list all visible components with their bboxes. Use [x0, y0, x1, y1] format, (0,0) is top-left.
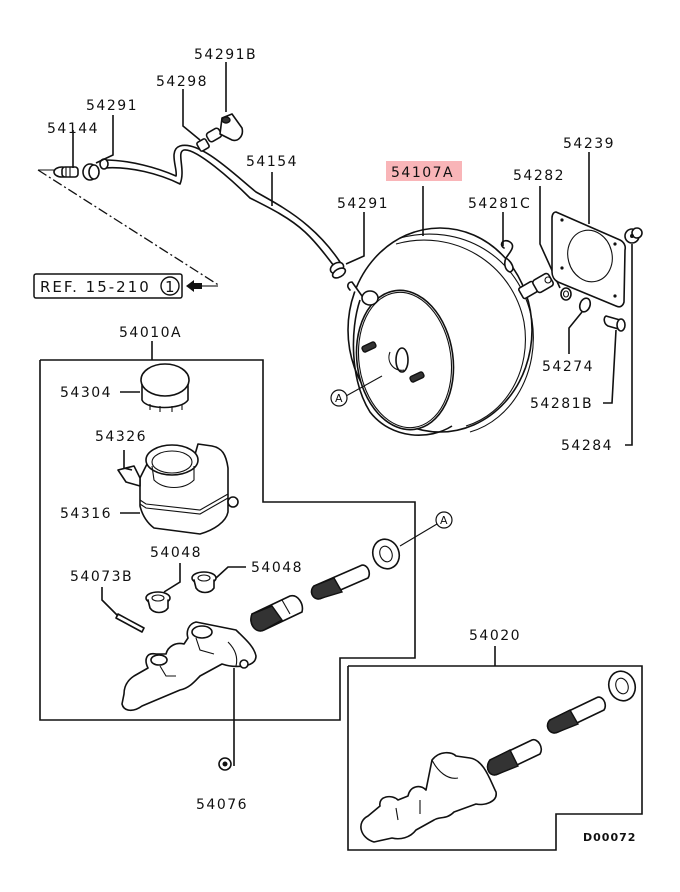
leader-54281B [603, 329, 617, 404]
reference-circle-icon [160, 276, 180, 296]
reference-box[interactable]: REF. 15-210 1 [33, 273, 218, 299]
arrow-left-icon [186, 280, 202, 292]
label-54282[interactable]: 54282 [513, 168, 565, 184]
kit-primary-piston[interactable] [486, 738, 543, 776]
part-54107A-brake-booster[interactable] [347, 227, 555, 436]
label-54154[interactable]: 54154 [246, 154, 298, 170]
part-54282-nut[interactable] [560, 287, 572, 301]
leader-54274 [568, 311, 583, 354]
callout-A-booster[interactable]: A [330, 375, 383, 407]
label-54291[interactable]: 54291 [86, 98, 138, 114]
part-54048-grommet-right[interactable] [191, 571, 217, 594]
part-54048-grommet-left[interactable] [145, 591, 171, 614]
kit-seal[interactable] [605, 667, 640, 704]
label-54010A[interactable]: 54010A [119, 325, 182, 341]
kit-54020-frame [347, 665, 643, 851]
part-54291-clamp[interactable] [82, 163, 100, 181]
highlight-background [386, 161, 462, 181]
label-54048-right[interactable]: 54048 [251, 560, 303, 576]
leader-54048-left [163, 563, 181, 593]
vacuum-hose-group: REF. 15-210 1 [33, 62, 365, 299]
label-54048-left[interactable]: 54048 [150, 545, 202, 561]
part-54073B-pin[interactable] [115, 613, 145, 633]
label-54274[interactable]: 54274 [542, 359, 594, 375]
part-54239-gasket[interactable] [551, 211, 627, 308]
part-54284-bolt[interactable] [624, 227, 643, 244]
callout-circle-icon [435, 511, 453, 529]
label-54020[interactable]: 54020 [469, 628, 521, 644]
kit-cylinder-body-outline[interactable] [360, 751, 497, 843]
label-54144[interactable]: 54144 [47, 121, 99, 137]
leader-54291 [95, 115, 114, 164]
part-54291B-bracket[interactable] [219, 113, 244, 142]
leader-54048-right [215, 566, 246, 579]
label-54281B[interactable]: 54281B [530, 396, 593, 412]
callout-marker-label: A [335, 392, 343, 405]
part-54154-hose[interactable] [99, 144, 341, 267]
label-54239[interactable]: 54239 [563, 136, 615, 152]
label-54076[interactable]: 54076 [196, 797, 248, 813]
leader-54284 [625, 244, 633, 446]
assembly-54010A-frame [39, 359, 416, 721]
leader-54073B [101, 587, 119, 617]
callout-circle-icon [330, 389, 348, 407]
label-54316[interactable]: 54316 [60, 506, 112, 522]
label-54107A[interactable]: 54107A [391, 165, 454, 181]
label-54298[interactable]: 54298 [156, 74, 208, 90]
part-54326-strainer[interactable] [145, 444, 199, 489]
part-54144-fitting[interactable] [53, 166, 79, 178]
reference-circle-number: 1 [165, 278, 177, 296]
leader-54326 [123, 450, 133, 471]
reference-label: REF. 15-210 [40, 278, 151, 296]
part-54291-clamp-right[interactable] [328, 260, 347, 280]
label-54291-right[interactable]: 54291 [337, 196, 389, 212]
leader-54291-right [345, 212, 365, 265]
label-54304[interactable]: 54304 [60, 385, 112, 401]
diagram-code: D00072 [583, 831, 636, 844]
primary-piston[interactable] [250, 594, 304, 632]
label-54281C[interactable]: 54281C [468, 196, 531, 212]
leader-54298 [182, 89, 201, 141]
cylinder-seal[interactable] [369, 535, 404, 572]
part-54281C-clip[interactable] [500, 239, 514, 273]
label-54284[interactable]: 54284 [561, 438, 613, 454]
callout-A-cylinder[interactable]: A [399, 511, 453, 547]
label-54326[interactable]: 54326 [95, 429, 147, 445]
label-54073B[interactable]: 54073B [70, 569, 133, 585]
kit-secondary-piston[interactable] [546, 696, 607, 734]
reference-line [37, 169, 221, 287]
part-54274-snap-ring[interactable] [578, 297, 592, 314]
master-cylinder-body[interactable] [121, 621, 257, 712]
part-54076-nut[interactable] [218, 757, 232, 771]
secondary-piston[interactable] [310, 564, 371, 600]
callout-marker-label: A [440, 514, 448, 527]
part-54281B-pin[interactable] [603, 315, 626, 332]
part-54304-reservoir-cap[interactable] [140, 363, 190, 412]
label-54291B[interactable]: 54291B [194, 47, 257, 63]
